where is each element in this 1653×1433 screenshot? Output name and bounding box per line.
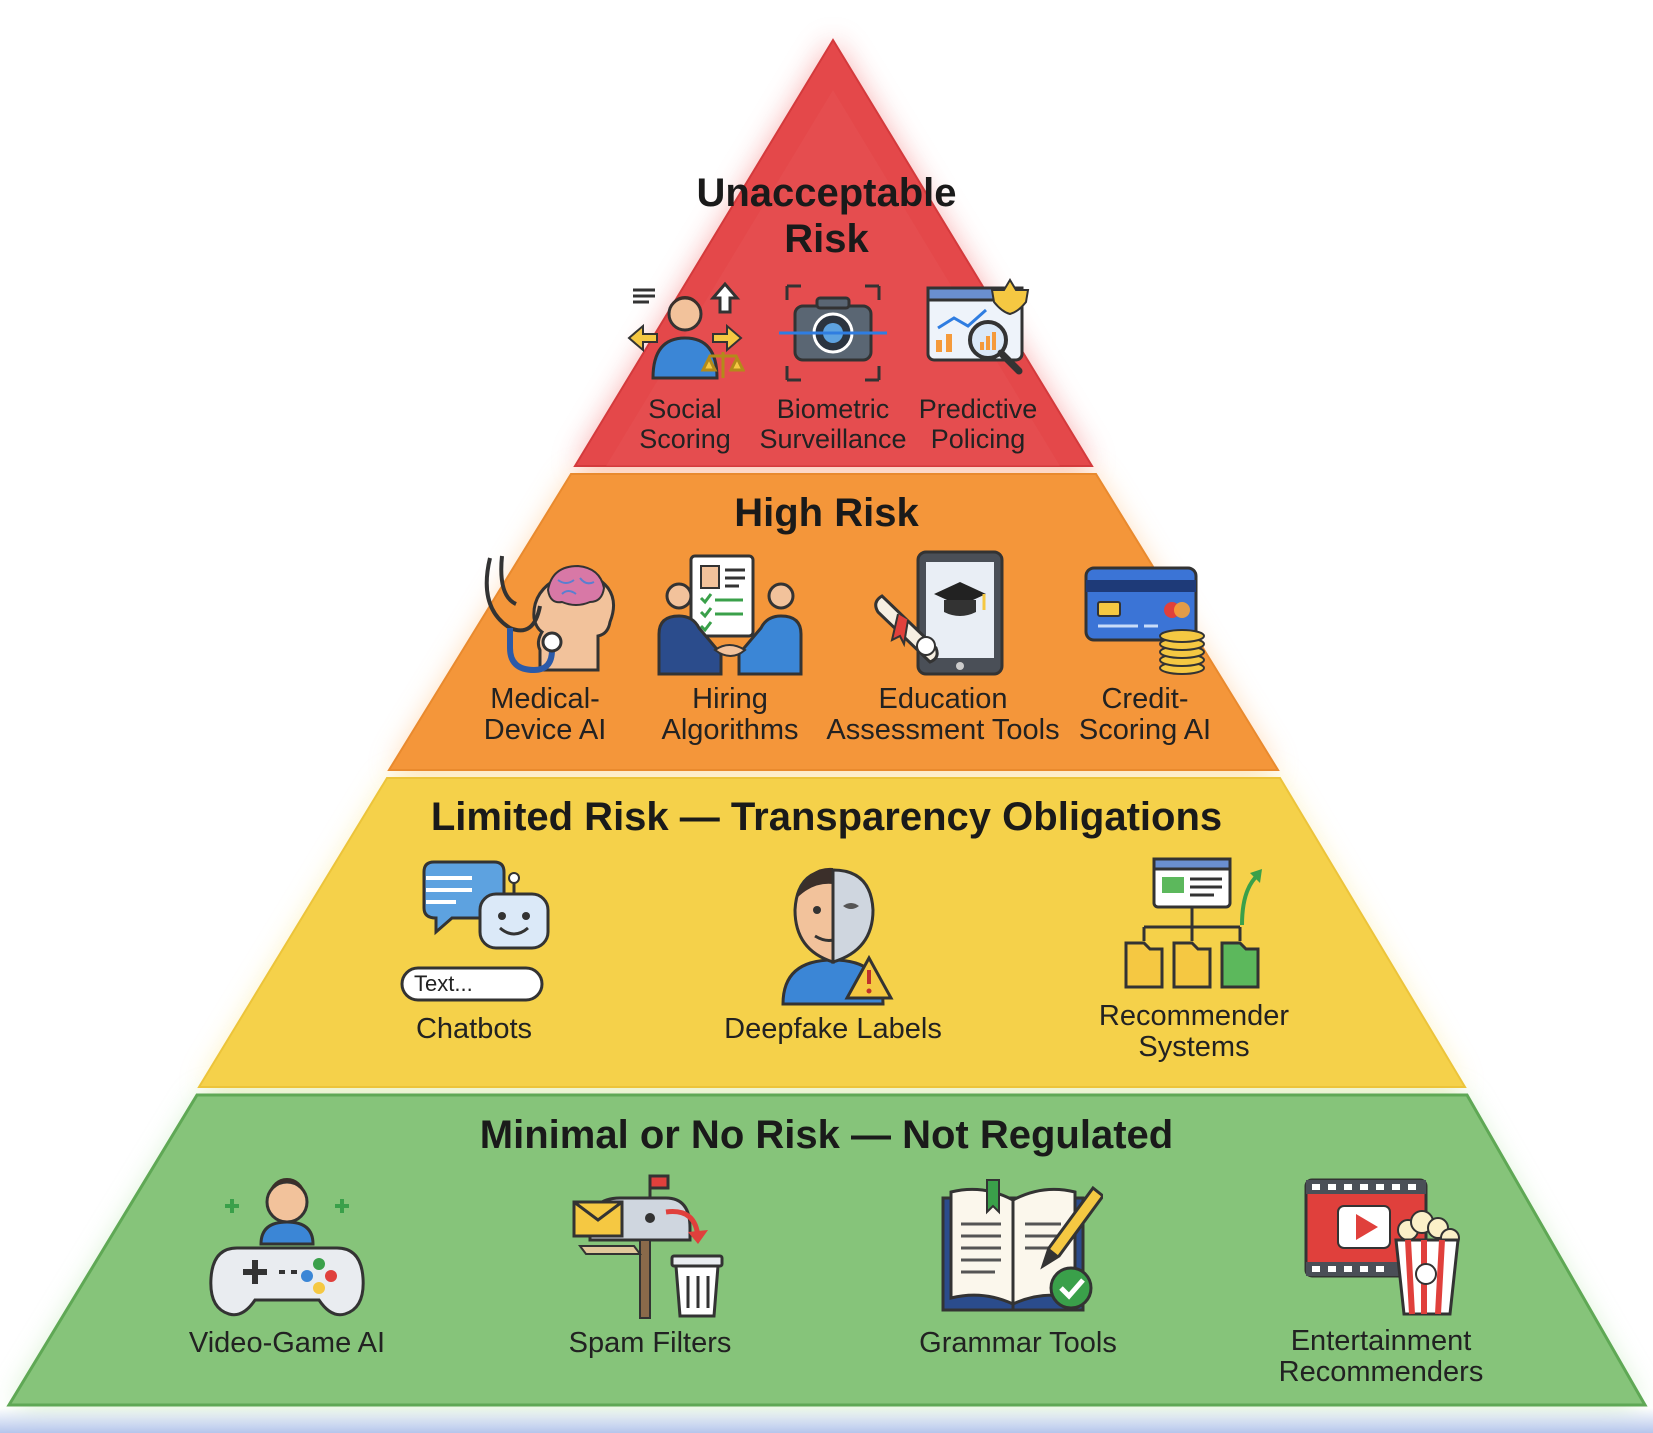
gamepad-icon bbox=[209, 1178, 365, 1317]
film-popcorn-icon bbox=[1304, 1178, 1460, 1316]
tier-title-minimal: Minimal or No Risk — Not Regulated bbox=[479, 1113, 1174, 1157]
item-deepfake-labels: Deepfake Labels bbox=[703, 858, 963, 1045]
folder-tree-icon bbox=[1124, 857, 1262, 989]
mailbox-trash-icon bbox=[572, 1174, 724, 1319]
analytics-magnifier-icon bbox=[926, 278, 1030, 375]
tier-title-unacceptable: Unacceptable Risk bbox=[696, 171, 957, 261]
tablet-graduation-icon bbox=[874, 550, 1004, 676]
social-scoring-icon bbox=[627, 281, 745, 380]
tier-high-shape bbox=[387, 473, 1280, 771]
face-mask-warning-icon bbox=[781, 867, 894, 1006]
camera-icon bbox=[779, 284, 887, 382]
tier-title-limited: Limited Risk — Transparency Obligations bbox=[430, 795, 1223, 839]
chatbot-input-text: Text... bbox=[414, 971, 473, 996]
item-credit-scoring-ai: Credit-Scoring AI bbox=[1015, 550, 1275, 746]
item-chatbots: Text... Chatbots bbox=[344, 858, 604, 1045]
chatbot-icon: Text... bbox=[400, 860, 550, 1002]
item-spam-filters: Spam Filters bbox=[520, 1172, 780, 1359]
item-grammar-tools: Grammar Tools bbox=[888, 1172, 1148, 1359]
stethoscope-brain-icon bbox=[484, 555, 615, 674]
item-video-game-ai: Video-Game AI bbox=[157, 1172, 417, 1359]
book-pencil-icon bbox=[941, 1179, 1103, 1312]
tier-title-high: High Risk bbox=[734, 491, 919, 535]
tier-minimal-shape bbox=[6, 1093, 1648, 1407]
credit-card-coins-icon bbox=[1084, 566, 1205, 675]
handshake-resume-icon bbox=[657, 554, 803, 676]
bottom-gradient-bar bbox=[0, 1408, 1653, 1433]
item-medical-device-ai: Medical-Device AI bbox=[415, 550, 675, 746]
